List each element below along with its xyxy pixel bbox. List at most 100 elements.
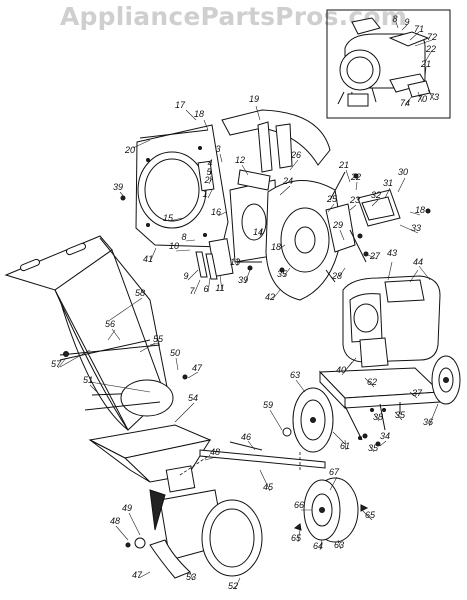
watermark-text: AppliancePartsPros.com <box>59 2 408 31</box>
part-callout-c49: 49 <box>122 503 132 513</box>
part-callout-c20: 20 <box>124 145 135 155</box>
part-callout-c65b: 65 <box>291 533 302 543</box>
part-callout-c35b: 35 <box>368 443 379 453</box>
part-callout-c8b: 8 <box>392 14 397 24</box>
part-callout-c59: 59 <box>263 400 273 410</box>
part-callout-c21b: 21 <box>420 59 431 69</box>
part-callout-c71: 71 <box>414 24 424 34</box>
part-callout-c41: 41 <box>143 254 153 264</box>
leader-lines <box>57 105 439 590</box>
part-callout-c37: 37 <box>412 388 423 398</box>
part-callout-c27: 27 <box>369 251 381 261</box>
part-callout-c57: 57 <box>51 359 62 369</box>
part-callout-c18b: 18 <box>271 242 281 252</box>
part-callout-c35c: 35 <box>277 269 288 279</box>
part-callout-c17: 17 <box>175 100 186 110</box>
part-callout-c50: 50 <box>170 348 180 358</box>
part-callout-c19: 19 <box>249 94 259 104</box>
part-callout-c61: 61 <box>340 441 350 451</box>
part-callout-c74: 74 <box>400 98 410 108</box>
part-callout-c72: 72 <box>427 32 437 42</box>
wheel-left <box>282 387 346 453</box>
part-callout-c35: 35 <box>395 410 406 420</box>
wheel-detail <box>293 477 369 543</box>
hopper-chute <box>4 235 174 431</box>
part-callout-c36: 36 <box>423 417 433 427</box>
part-callout-c18: 18 <box>194 109 204 119</box>
callout-labels: 1234567891011121314151617181818192021212… <box>51 14 439 591</box>
part-callout-c12: 12 <box>235 155 245 165</box>
part-callout-c31: 31 <box>383 178 393 188</box>
part-callout-c53: 53 <box>186 572 196 582</box>
engine <box>342 261 441 373</box>
part-callout-c43: 43 <box>387 248 397 258</box>
part-callout-c45: 45 <box>263 482 274 492</box>
part-callout-c6: 6 <box>203 284 208 294</box>
part-callout-c38: 38 <box>373 412 383 422</box>
part-callout-c29: 29 <box>332 220 343 230</box>
part-callout-c39b: 39 <box>238 275 248 285</box>
part-callout-c48: 48 <box>210 447 220 457</box>
part-callout-c64: 64 <box>313 541 323 551</box>
part-callout-c28: 28 <box>331 271 342 281</box>
part-callout-c52: 52 <box>228 581 238 591</box>
part-callout-c9b: 9 <box>404 17 409 27</box>
part-callout-c51: 51 <box>83 375 93 385</box>
part-callout-c1: 1 <box>202 189 207 199</box>
engine-inset <box>326 9 451 119</box>
part-callout-c33: 33 <box>411 223 421 233</box>
part-callout-c47b: 47 <box>132 570 143 580</box>
part-callout-c25: 25 <box>326 194 338 204</box>
part-callout-c22b: 22 <box>425 44 436 54</box>
part-callout-c24: 24 <box>282 176 293 186</box>
part-callout-c46: 46 <box>241 432 251 442</box>
part-callout-c40: 40 <box>336 365 346 375</box>
part-callout-c55: 55 <box>153 334 164 344</box>
part-callout-c39: 39 <box>113 182 123 192</box>
part-callout-c32: 32 <box>371 190 381 200</box>
part-callout-c3: 3 <box>215 144 220 154</box>
part-callout-c9: 9 <box>183 271 188 281</box>
part-callout-c66: 66 <box>294 500 304 510</box>
part-callout-c56: 56 <box>105 319 115 329</box>
part-callout-c22: 22 <box>350 172 361 182</box>
part-callout-c62: 62 <box>367 377 377 387</box>
part-callout-c11: 11 <box>215 283 224 293</box>
part-callout-c48b: 48 <box>110 516 120 526</box>
part-callout-c10: 10 <box>169 241 179 251</box>
part-callout-c67: 67 <box>329 467 340 477</box>
part-callout-c34: 34 <box>380 431 390 441</box>
part-callout-c4: 4 <box>207 158 212 168</box>
discharge-housing <box>125 489 263 579</box>
part-callout-c65: 65 <box>365 510 376 520</box>
part-callout-c5: 5 <box>206 167 212 177</box>
part-callout-c2: 2 <box>203 175 209 185</box>
part-callout-c16: 16 <box>211 207 221 217</box>
part-callout-c58: 58 <box>135 288 145 298</box>
part-callout-c26: 26 <box>290 150 301 160</box>
part-callout-c63b: 63 <box>334 540 344 550</box>
blower-housing-right <box>265 171 401 301</box>
part-callout-c63: 63 <box>290 370 300 380</box>
part-callout-c30: 30 <box>398 167 408 177</box>
hopper-funnel <box>88 424 326 493</box>
part-callout-c15: 15 <box>163 213 174 223</box>
part-callout-c14: 14 <box>253 227 263 237</box>
part-callout-c73: 73 <box>429 92 439 102</box>
part-callout-c7: 7 <box>189 286 195 296</box>
part-callout-c42: 42 <box>265 292 275 302</box>
part-callout-c8: 8 <box>181 232 186 242</box>
blower-housing-left <box>135 124 229 248</box>
part-callout-c44: 44 <box>413 257 423 267</box>
part-callout-c47: 47 <box>192 363 203 373</box>
frame-base <box>318 355 461 441</box>
discharge-chute <box>221 109 331 173</box>
part-callout-c21: 21 <box>338 160 349 170</box>
fasteners <box>59 129 431 451</box>
part-callout-c13: 13 <box>230 257 240 267</box>
part-callout-c23: 23 <box>349 195 360 205</box>
part-callout-c18c: 18 <box>415 205 425 215</box>
part-callout-c70: 70 <box>417 94 427 104</box>
